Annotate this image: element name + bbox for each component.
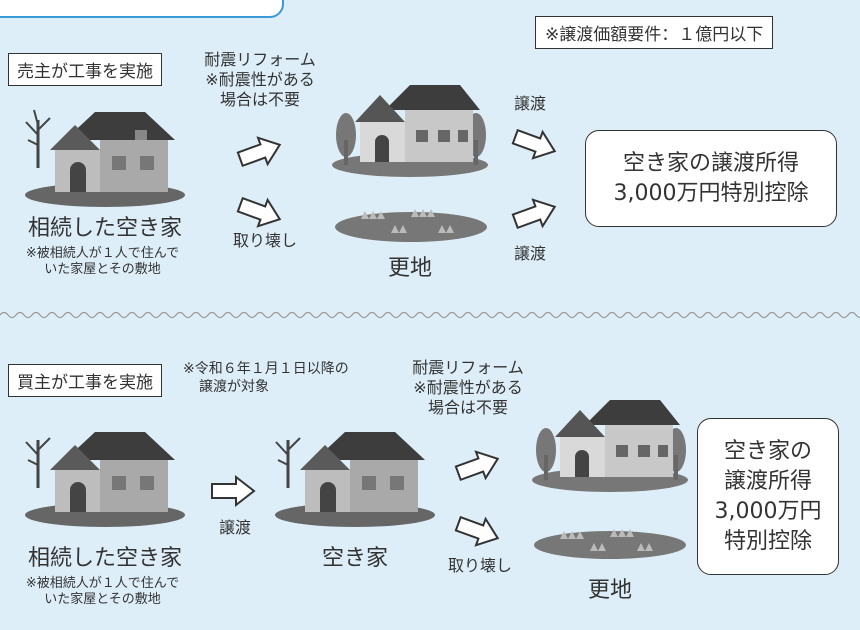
vacant-lot-illustration (335, 209, 487, 242)
seller-result-box: 空き家の譲渡所得 3,000万円特別控除 (585, 130, 837, 227)
arrow-to-renovated-icon (236, 136, 282, 168)
buyer-vacant-house-label: 相続した空き家 (20, 540, 190, 572)
vacant-house-illustration (275, 432, 435, 527)
seller-demolition-text: 取り壊し (232, 231, 297, 250)
price-condition-box: ※譲渡価額要件：１億円以下 (535, 16, 774, 49)
arrow-transfer-bottom-icon (511, 198, 557, 230)
seller-vacant-house-label: 相続した空き家 (20, 210, 190, 242)
buyer-renovation-line-3: 場合は不要 (427, 398, 508, 417)
buyer-result-box: 空き家の 譲渡所得 3,000万円 特別控除 (697, 418, 839, 575)
date-note-line-1: ※令和６年１月１日以降の (183, 361, 349, 377)
buyer-renovation-line-2: ※耐震性がある (413, 378, 523, 397)
seller-renovation-label: 耐震リフォーム ※耐震性がある 場合は不要 (185, 50, 335, 110)
buyer-result-line-3: 3,000万円 (714, 498, 822, 524)
buyer-vacant-house-after-label: 空き家 (295, 540, 415, 572)
renovated-house-illustration (332, 85, 488, 177)
buyer-note-line-2: いた家屋とその敷地 (44, 592, 161, 607)
seller-vacant-lot-label: 更地 (370, 250, 450, 282)
seller-tag-text: 売主が工事を実施 (17, 62, 153, 82)
buyer-vacant-house-text: 相続した空き家 (27, 546, 182, 571)
transfer-bottom-text: 譲渡 (513, 244, 546, 263)
seller-result-line-2: 3,000万円特別控除 (613, 180, 809, 206)
buyer-vacant-lot-illustration (534, 529, 686, 559)
buyer-demolition-label: 取り壊し (440, 556, 520, 576)
transfer-top-text: 譲渡 (513, 94, 546, 113)
buyer-result-line-1: 空き家の (723, 438, 812, 464)
buyer-vacant-house-note: ※被相続人が１人で住んで いた家屋とその敷地 (5, 576, 200, 608)
buyer-renovation-line-1: 耐震リフォーム (412, 358, 524, 377)
arrow-to-vacant-lot-icon (236, 196, 282, 228)
seller-section-tag: 売主が工事を実施 (8, 53, 162, 86)
buyer-renovation-label: 耐震リフォーム ※耐震性がある 場合は不要 (393, 358, 543, 418)
note-line-2: いた家屋とその敷地 (44, 262, 161, 277)
seller-transfer-label-top: 譲渡 (505, 94, 555, 114)
buyer-result-line-2: 譲渡所得 (723, 468, 812, 494)
arrow-transfer-top-icon (511, 128, 557, 160)
arrow-buyer-transfer-icon (211, 474, 256, 508)
inherited-house-illustration (25, 432, 185, 527)
buyer-note-line-1: ※被相続人が１人で住んで (25, 576, 180, 591)
section-divider (0, 311, 860, 319)
date-note-line-2: 譲渡が対象 (199, 379, 269, 395)
buyer-transfer-label: 譲渡 (205, 518, 265, 538)
seller-result-line-1: 空き家の譲渡所得 (622, 150, 799, 176)
seller-vacant-lot-text: 更地 (387, 256, 432, 281)
seller-vacant-house-note: ※被相続人が１人で住んで いた家屋とその敷地 (5, 246, 200, 278)
buyer-section-tag: 買主が工事を実施 (8, 364, 162, 397)
damaged-house-illustration (25, 109, 185, 207)
seller-transfer-label-bottom: 譲渡 (505, 244, 555, 264)
price-condition-text: ※譲渡価額要件：１億円以下 (545, 25, 764, 45)
seller-demolition-label: 取り壊し (225, 231, 305, 251)
renovation-line-2: ※耐震性がある (205, 70, 315, 89)
arrow-buyer-renovation-icon (454, 450, 500, 482)
renovation-line-3: 場合は不要 (219, 90, 300, 109)
buyer-date-note: ※令和６年１月１日以降の 譲渡が対象 (183, 360, 388, 396)
seller-vacant-house-text: 相続した空き家 (27, 216, 182, 241)
buyer-renovated-house-illustration (532, 400, 688, 492)
buyer-vacant-lot-label: 更地 (570, 572, 650, 604)
buyer-transfer-text: 譲渡 (218, 518, 251, 537)
buyer-vacant-lot-text: 更地 (587, 578, 632, 603)
buyer-vacant-house-after-text: 空き家 (321, 546, 388, 571)
buyer-demolition-text: 取り壊し (447, 556, 512, 575)
header-tab-frame (0, 0, 284, 18)
renovation-line-1: 耐震リフォーム (204, 50, 316, 69)
note-line-1: ※被相続人が１人で住んで (25, 246, 180, 261)
buyer-result-line-4: 特別控除 (723, 528, 812, 554)
buyer-tag-text: 買主が工事を実施 (17, 373, 153, 393)
arrow-buyer-demolition-icon (454, 515, 500, 547)
